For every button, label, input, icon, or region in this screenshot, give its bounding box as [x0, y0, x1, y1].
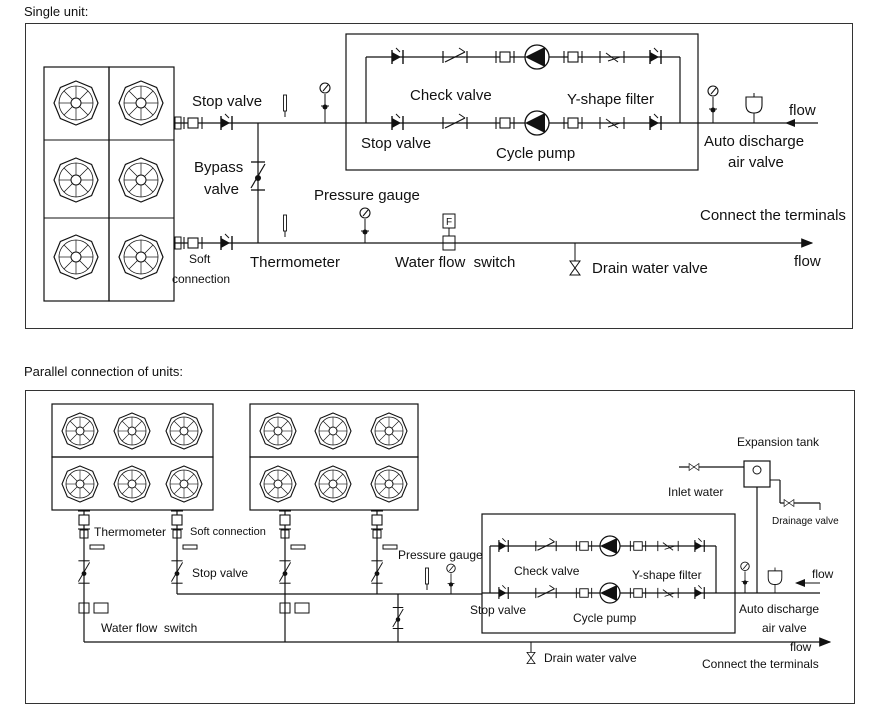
- parallel-outlet-pipe: [84, 637, 832, 664]
- label-cycle-pump: Cycle pump: [496, 145, 575, 162]
- fan-icon: [118, 234, 164, 280]
- label-thermometer: Thermometer: [250, 254, 340, 271]
- fan-icon: [53, 234, 99, 280]
- label-check-valve: Check valve: [514, 564, 580, 578]
- label-flow: flow: [789, 102, 816, 119]
- single-unit-panel: [25, 23, 853, 329]
- label-auto-discharge: Auto discharge: [704, 133, 804, 150]
- check-valve-icon: [442, 113, 468, 130]
- fan-icon: [118, 157, 164, 203]
- parallel-chiller-1: [51, 403, 214, 511]
- thermometer-icon: [283, 94, 287, 118]
- parallel-panel: [25, 390, 855, 704]
- parallel-chiller-2: [249, 403, 419, 511]
- label-flow: flow: [790, 640, 812, 654]
- label-flow: flow: [794, 253, 821, 270]
- drain-valve-icon: [526, 651, 536, 664]
- label-air-valve: air valve: [728, 154, 784, 171]
- label-inlet-water: Inlet water: [668, 485, 723, 499]
- label-drain-water-valve: Drain water valve: [592, 260, 708, 277]
- label-connect-terminals: Connect the terminals: [702, 657, 819, 671]
- label-soft-connection: Soft connection: [190, 526, 266, 538]
- label-expansion-tank: Expansion tank: [737, 435, 820, 449]
- label-check-valve: Check valve: [410, 87, 492, 104]
- label-water-flow-switch: Water flow switch: [101, 621, 197, 635]
- label-air-valve: air valve: [762, 621, 807, 635]
- label-water-flow-switch: Water flow switch: [395, 254, 515, 271]
- label-stop-valve: Stop valve: [192, 93, 262, 110]
- fan-icon: [118, 80, 164, 126]
- single-supply-pipe: [174, 82, 346, 131]
- parallel-supply-pipe: [177, 563, 482, 642]
- label-auto-discharge: Auto discharge: [739, 602, 819, 616]
- expansion-tank-icon: [743, 460, 771, 488]
- label-cycle-pump: Cycle pump: [573, 611, 637, 625]
- parallel-heading: Parallel connection of units:: [24, 364, 183, 379]
- stop-valve-icon: [391, 113, 404, 131]
- pressure-gauge-icon: [319, 82, 331, 111]
- label-stop-valve: Stop valve: [192, 566, 248, 580]
- fan-icon: [53, 157, 99, 203]
- stop-valve-icon: [220, 113, 233, 131]
- svg-text:F: F: [446, 217, 452, 228]
- cycle-pump-icon: [524, 110, 550, 136]
- single-pump-branches: [346, 44, 698, 136]
- parallel-unit-connections: [77, 510, 398, 642]
- parallel-pump-branches: [482, 535, 735, 604]
- label-stop-valve: Stop valve: [361, 135, 431, 152]
- label-drainage-valve: Drainage valve: [772, 516, 839, 527]
- thermometer-icon: [283, 214, 287, 238]
- single-pump-station: [345, 33, 699, 171]
- air-valve-icon: [745, 92, 763, 124]
- fan-icon: [53, 80, 99, 126]
- single-outlet-pipe: F: [174, 207, 814, 276]
- air-valve-icon: [767, 567, 783, 594]
- label-pressure-gauge: Pressure gauge: [314, 187, 420, 204]
- label-pressure-gauge: Pressure gauge: [398, 548, 483, 562]
- single-bypass: [250, 123, 266, 243]
- label-connection: connection: [172, 272, 230, 286]
- label-y-filter: Y-shape filter: [567, 91, 654, 108]
- single-unit-heading: Single unit:: [24, 4, 89, 19]
- label-connect-terminals: Connect the terminals: [700, 207, 846, 224]
- label-soft: Soft: [189, 252, 211, 266]
- parallel-return-side: [679, 460, 821, 594]
- label-y-filter: Y-shape filter: [632, 568, 702, 582]
- stop-valve-icon: [220, 233, 233, 251]
- drain-valve-icon: [569, 260, 581, 276]
- label-bypass: Bypass: [194, 159, 243, 176]
- label-flow: flow: [812, 567, 834, 581]
- single-return-pipe: [698, 85, 818, 127]
- parallel-pump-station: [481, 513, 736, 634]
- single-unit-chiller: [43, 66, 175, 302]
- label-drain-water-valve: Drain water valve: [544, 651, 637, 665]
- label-stop-valve: Stop valve: [470, 603, 526, 617]
- label-bypass-valve: valve: [204, 181, 239, 198]
- label-thermometer: Thermometer: [94, 525, 166, 539]
